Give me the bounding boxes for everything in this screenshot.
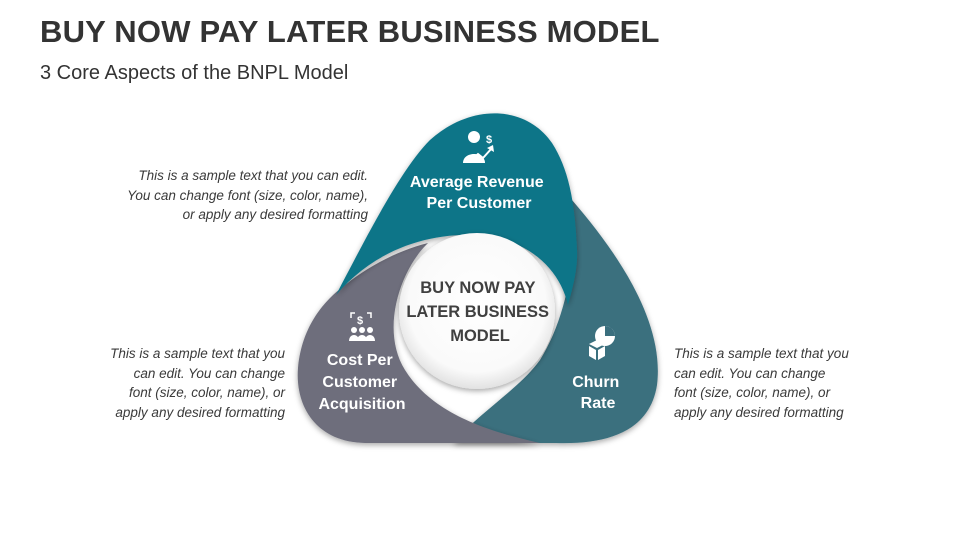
side-text-top: This is a sample text that you can edit.… [127,168,368,222]
segment-label-left-line-1: Cost Per [327,352,393,369]
acquisition-cost-icon: $ [349,312,375,341]
churn-chart-icon [589,326,615,360]
segment-average-revenue-per-customer [336,113,578,306]
center-label-line-2: LATER BUSINESS [406,303,549,321]
page-subtitle: 3 Core Aspects of the BNPL Model [40,62,349,84]
center-label: BUY NOW PAY LATER BUSINESS MODEL [406,279,553,345]
segment-label-left-line-2: Customer [322,374,397,391]
segment-label-top-line-1: Average Revenue [410,174,544,191]
center-label-line-1: BUY NOW PAY [420,279,535,297]
svg-text:$: $ [357,315,363,327]
segment-label-right-line-1: Churn [572,374,619,391]
segment-label-right-line-2: Rate [581,395,616,412]
svg-text:$: $ [486,134,492,146]
segment-label-top-line-2: Per Customer [427,195,532,212]
segment-label-top: Average Revenue Per Customer [410,174,548,212]
center-circle [399,233,555,389]
page-title: BUY NOW PAY LATER BUSINESS MODEL [40,14,660,49]
segment-label-right: Churn Rate [572,374,624,412]
center-label-line-3: MODEL [450,327,510,345]
segment-churn-rate [453,200,658,444]
user-revenue-icon: $ [463,131,494,163]
segment-label-left: Cost Per Customer Acquisition [318,352,405,413]
segment-cost-per-customer-acquisition [297,243,540,443]
side-text-right: This is a sample text that you can edit.… [674,346,849,420]
segment-label-left-line-3: Acquisition [318,396,405,413]
side-text-left: This is a sample text that you can edit.… [110,346,285,420]
